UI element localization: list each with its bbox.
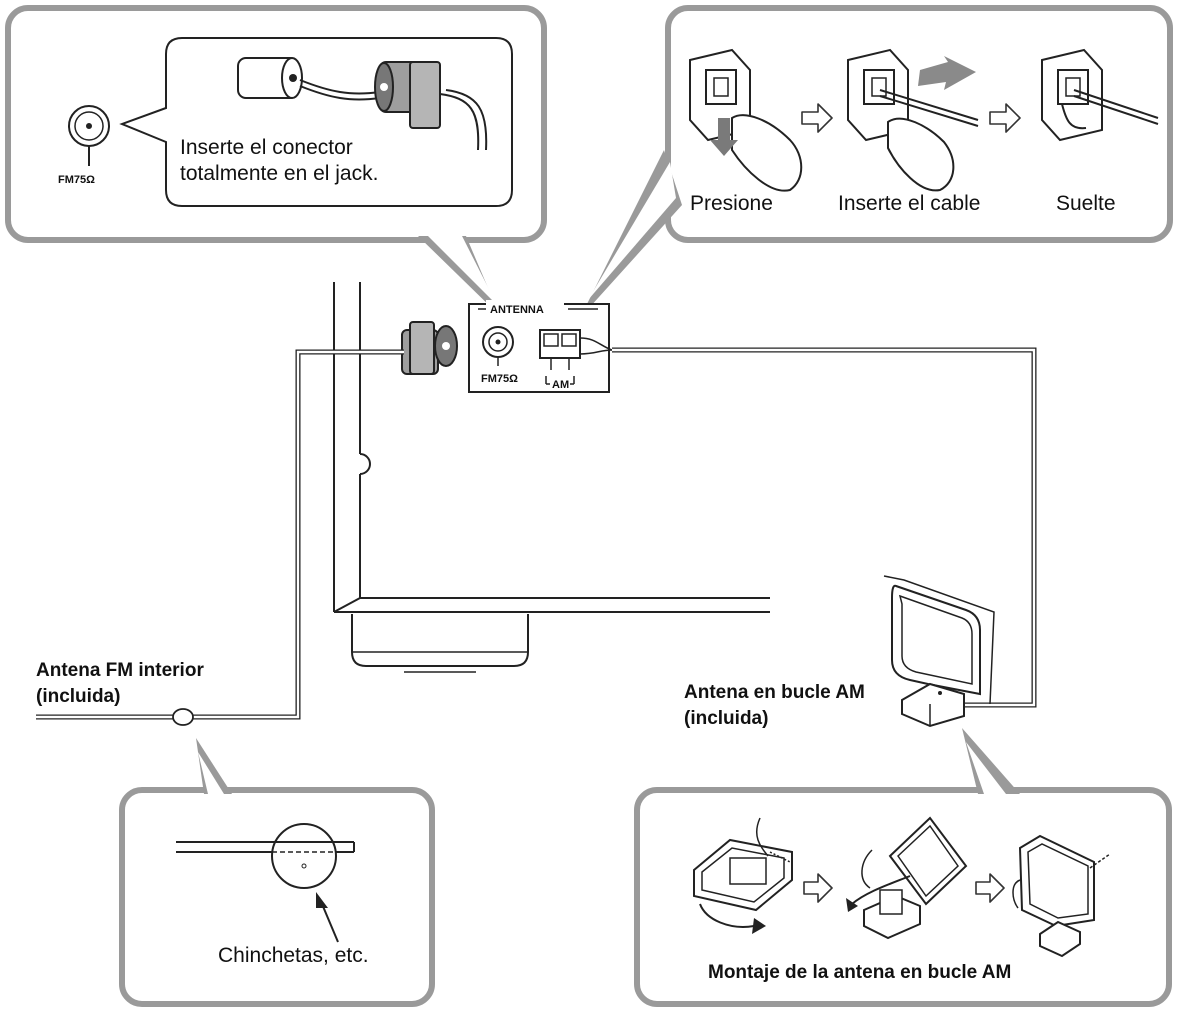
fm-plug-callout: FM75Ω Inserte el conector totalmente en … (5, 5, 547, 316)
am-antenna-label-line1: Antena en bucle AM (684, 682, 865, 703)
terminal-insert-illustration (847, 48, 979, 192)
step-insert-label: Inserte el cable (838, 192, 980, 215)
tacks-label: Chinchetas, etc. (218, 944, 369, 967)
receiver-rear (333, 282, 770, 673)
fm-jack-icon (68, 105, 110, 166)
panel-title: ANTENNA (490, 304, 544, 316)
panel-am-label: AM (552, 379, 569, 391)
am-assembly-title: Montaje de la antena en bucle AM (708, 962, 1011, 983)
am-wire-callout: Presione Inserte el cable Suelte (580, 5, 1173, 318)
step-release-label: Suelte (1056, 192, 1116, 215)
am-antenna-cable (612, 347, 1037, 708)
tack-magnifier (271, 823, 337, 889)
fm-jack-label: FM75Ω (58, 174, 95, 186)
fm-jack[interactable] (482, 326, 514, 366)
fm-plug-illustration (237, 57, 488, 151)
am-terminals[interactable] (539, 329, 581, 370)
fm-plug-instruction-line1: Inserte el conector (180, 136, 353, 159)
am-assembly-callout-pointer (962, 728, 1020, 794)
fm-antenna-cable (36, 349, 404, 726)
terminal-release-illustration (1041, 48, 1159, 142)
fm-plug-connected (401, 321, 458, 375)
antenna-terminal-panel: ANTENNA FM75Ω AM (468, 300, 613, 393)
am-loop-antenna (883, 575, 995, 728)
terminal-press-illustration (689, 48, 803, 192)
tacks-callout: Chinchetas, etc. (119, 738, 435, 1007)
step-press-label: Presione (690, 192, 773, 215)
fm-antenna-label-line1: Antena FM interior (36, 660, 204, 681)
receiver-foot (351, 614, 529, 667)
fm-callout-pointer (418, 236, 500, 316)
am-assembly-step1 (693, 817, 793, 934)
fm-plug-instruction-line2: totalmente en el jack. (180, 162, 378, 185)
am-assembly-step3 (1012, 834, 1111, 958)
am-antenna-label-line2: (incluida) (684, 708, 768, 729)
am-assembly-step2 (846, 816, 968, 940)
fm-antenna-label-line2: (incluida) (36, 686, 120, 707)
panel-fm-label: FM75Ω (481, 373, 518, 385)
fm-cable-tack-point (172, 708, 194, 726)
am-assembly-callout: Montaje de la antena en bucle AM (634, 728, 1172, 1007)
